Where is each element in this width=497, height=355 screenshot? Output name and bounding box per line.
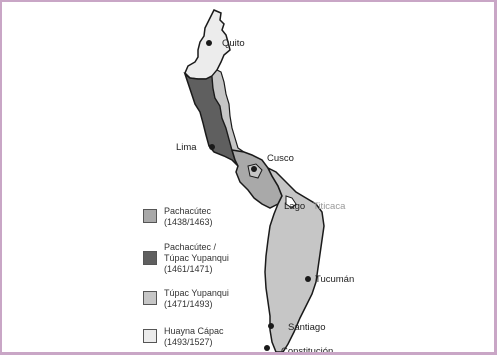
frame-border-top	[0, 0, 497, 2]
legend-swatch-tupac	[143, 291, 157, 305]
legend-swatch-huayna-capac	[143, 329, 157, 343]
lake-label-lago: Lago	[284, 201, 305, 212]
legend-text-line: Pachacútec /	[164, 242, 217, 252]
city-label-tucuman: Tucumán	[315, 274, 354, 285]
legend-label-pachacutec-tupac: Pachacútec / Túpac Yupanqui (1461/1471)	[164, 242, 229, 275]
city-label-cusco: Cusco	[267, 153, 294, 164]
city-marker-lima	[209, 144, 215, 150]
city-label-constitucion: Constitución	[281, 346, 333, 355]
legend-text-line: Huayna Cápac	[164, 326, 224, 336]
lake-label-titicaca: Titicaca	[313, 201, 346, 212]
legend-text-line: Túpac Yupanqui	[164, 253, 229, 263]
legend-swatch-pachacutec-tupac	[143, 251, 157, 265]
city-marker-quito	[206, 40, 212, 46]
city-label-santiago: Santiago	[288, 322, 326, 333]
frame-border-right	[494, 0, 497, 355]
legend-text-line: (1493/1527)	[164, 337, 213, 347]
legend-label-huayna-capac: Huayna Cápac (1493/1527)	[164, 326, 224, 348]
lake-titicaca-shape	[285, 195, 297, 209]
legend-text-line: (1438/1463)	[164, 217, 213, 227]
frame-border-left	[0, 0, 2, 355]
region-tupac-south	[264, 166, 325, 353]
legend-text-line: Pachacútec	[164, 206, 212, 216]
region-pachacutec	[230, 149, 283, 209]
legend-label-pachacutec: Pachacútec (1438/1463)	[164, 206, 213, 228]
city-marker-constitucion	[264, 345, 270, 351]
legend-swatch-pachacutec	[143, 209, 157, 223]
legend-label-tupac: Túpac Yupanqui (1471/1493)	[164, 288, 229, 310]
city-label-lima: Lima	[176, 142, 197, 153]
legend-text-line: (1471/1493)	[164, 299, 213, 309]
legend-text-line: (1461/1471)	[164, 264, 213, 274]
legend-text-line: Túpac Yupanqui	[164, 288, 229, 298]
frame-border-bottom	[0, 352, 497, 355]
city-label-quito: Quito	[222, 38, 245, 49]
city-marker-tucuman	[305, 276, 311, 282]
city-marker-cusco	[251, 166, 257, 172]
city-marker-santiago	[268, 323, 274, 329]
